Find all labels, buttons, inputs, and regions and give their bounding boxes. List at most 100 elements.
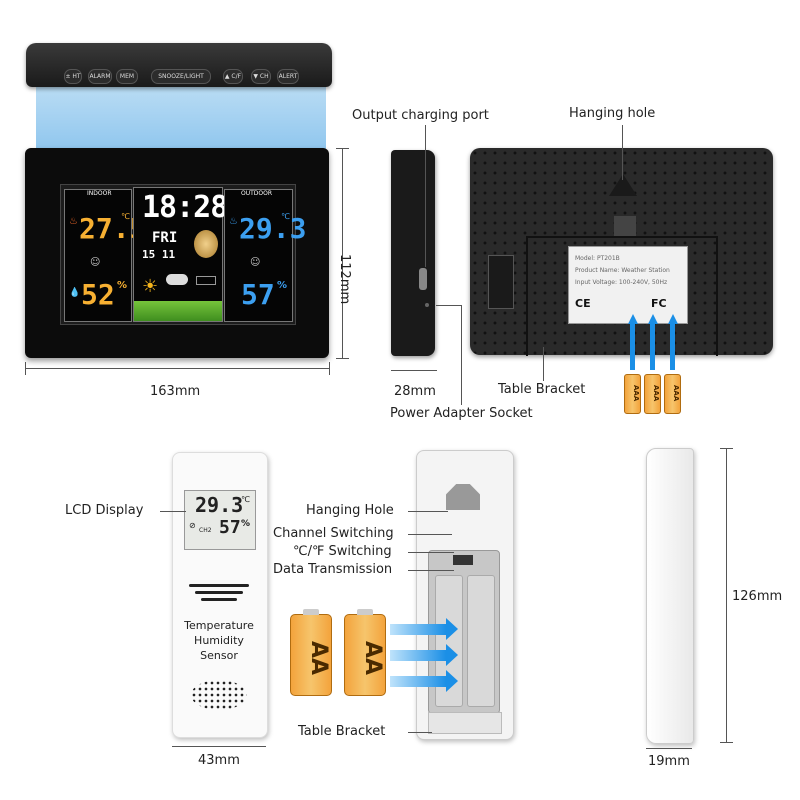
aa-battery-label-2: AA <box>360 641 385 676</box>
channel-switching-leader <box>408 534 452 535</box>
lcd-display-label: LCD Display <box>65 503 144 518</box>
outdoor-panel: OUTDOOR 29.3 ℃ ♨ ☺ 57 % <box>224 189 306 322</box>
sensor-text-line-1: Temperature <box>184 619 254 632</box>
data-transmission-leader <box>408 570 454 571</box>
sensor-front-text: Temperature Humidity Sensor <box>172 618 266 663</box>
sensor-depth-label: 19mm <box>648 754 690 769</box>
outdoor-humidity-unit: % <box>277 280 288 291</box>
arrow-right-icon-3 <box>390 670 458 692</box>
height-dimension-tick-bottom <box>336 358 349 359</box>
main-depth-label: 28mm <box>394 384 436 399</box>
output-port-leader <box>425 125 426 267</box>
weather-station-side <box>391 150 435 356</box>
height-dimension-tick-top <box>336 148 349 149</box>
indoor-label: INDOOR <box>87 190 112 197</box>
sensor-lcd: 29.3 ℃ ⊘ CH2 57 % <box>184 490 256 550</box>
aa-battery-cap-2 <box>357 609 373 615</box>
ce-mark: CE <box>575 297 591 310</box>
bracket-clip <box>614 216 636 238</box>
table-bracket <box>526 236 718 356</box>
arrow-up-icon-2 <box>648 314 658 324</box>
width-dimension-tick-right <box>329 362 330 375</box>
day: FRI <box>152 230 178 246</box>
battery-slot-2 <box>467 575 495 707</box>
sensor-text-line-2: Humidity <box>194 634 244 647</box>
plate-input-voltage: Input Voltage: 100-240V, 50Hz <box>575 279 668 286</box>
indoor-panel: INDOOR 27.5 ℃ ♨ ☺ 52 % 💧 <box>64 189 146 322</box>
power-socket-label: Power Adapter Socket <box>390 406 533 421</box>
vent-slot-1 <box>189 584 249 587</box>
indoor-humidity: 52 <box>81 278 115 311</box>
sensor-lcd-humidity-unit: % <box>241 519 251 529</box>
weather-station-screen: INDOOR 27.5 ℃ ♨ ☺ 52 % 💧 18:28 FRI 15 11… <box>60 184 306 325</box>
aaa-battery-2: AAA <box>644 374 661 414</box>
aa-battery-1: AA <box>290 609 332 696</box>
aa-battery-2: AA <box>344 609 386 696</box>
lcd-display-leader <box>160 511 186 512</box>
cloud-icon <box>166 274 188 285</box>
ht-button[interactable]: ± HT <box>64 69 82 84</box>
sensor-table-bracket-leader <box>408 732 432 733</box>
hanging-hole-label: Hanging hole <box>569 106 656 121</box>
cf-switching-label: ℃/℉ Switching <box>293 544 392 559</box>
plate-product-name: Product Name: Weather Station <box>575 267 670 274</box>
sensor-hanging-hole-label: Hanging Hole <box>306 503 394 518</box>
up-cf-button[interactable]: ▲ C/F <box>223 69 243 84</box>
aaa-battery-3: AAA <box>664 374 681 414</box>
mem-button[interactable]: MEM <box>116 69 138 84</box>
aa-battery-label-1: AA <box>306 641 331 676</box>
grass-icon <box>134 301 222 321</box>
aaa-battery-label-2: AAA <box>652 385 660 402</box>
power-socket-leader-h <box>436 305 462 306</box>
sensor-lcd-temp: 29.3 <box>195 493 244 517</box>
vent-slot-3 <box>201 598 237 601</box>
hanging-hole-leader <box>622 125 623 180</box>
clock: 18:28 <box>142 190 228 225</box>
table-bracket-label: Table Bracket <box>498 382 586 397</box>
main-width-label: 163mm <box>150 384 201 399</box>
output-port-label: Output charging port <box>352 108 489 123</box>
power-socket-leader-v <box>461 305 462 405</box>
arrow-right-icon-1 <box>390 618 458 640</box>
aaa-battery-1: AAA <box>624 374 641 414</box>
signal-icon: ⊘ <box>189 521 196 530</box>
cf-switching-leader <box>408 552 454 553</box>
data-transmission-label: Data Transmission <box>273 562 393 577</box>
top-button-strip: ± HT ALARM MEM SNOOZE/LIGHT ▲ C/F ▼ CH A… <box>26 43 332 87</box>
down-ch-button[interactable]: ▼ CH <box>251 69 271 84</box>
sensor-height-tick-bottom <box>720 742 733 743</box>
sensor-hanging-hole-leader <box>408 511 448 512</box>
snooze-light-button[interactable]: SNOOZE/LIGHT <box>151 69 211 84</box>
outdoor-temp-unit: ℃ <box>281 212 290 221</box>
sensor-width-line <box>172 746 266 747</box>
sensor-height-tick-top <box>720 448 733 449</box>
arrow-up-icon-1 <box>628 314 638 324</box>
sensor-table-bracket-label: Table Bracket <box>298 724 386 739</box>
outdoor-temp: 29.3 <box>239 212 307 245</box>
arrow-up-icon-3 <box>668 314 678 324</box>
aaa-battery-label-3: AAA <box>672 385 680 402</box>
charging-port <box>419 268 427 290</box>
center-panel: 18:28 FRI 15 11 ☀ <box>133 187 228 322</box>
channel-switch[interactable] <box>453 555 473 565</box>
arrow-shaft-1 <box>630 324 635 370</box>
battery-indicator-icon <box>196 276 216 285</box>
sensor-width-label: 43mm <box>198 753 240 768</box>
alert-button[interactable]: ALERT <box>277 69 299 84</box>
sensor-lcd-humidity: 57 <box>219 517 241 538</box>
backlight-beam <box>36 87 326 151</box>
sensor-lcd-channel: CH2 <box>199 527 212 534</box>
thermometer-icon: ♨ <box>69 216 78 227</box>
depth-dimension-line <box>391 370 437 371</box>
indoor-humidity-unit: % <box>117 280 128 291</box>
main-height-label: 112mm <box>337 254 352 305</box>
width-dimension-tick-left <box>25 362 26 375</box>
outdoor-humidity: 57 <box>241 278 275 311</box>
table-bracket-leader <box>543 347 544 381</box>
alarm-button[interactable]: ALARM <box>88 69 112 84</box>
arrow-shaft-2 <box>650 324 655 370</box>
power-socket <box>425 303 429 307</box>
sensor-text-line-3: Sensor <box>200 649 238 662</box>
sensor-height-line <box>726 448 727 742</box>
rating-plate: Model: PT201B Product Name: Weather Stat… <box>568 246 688 324</box>
